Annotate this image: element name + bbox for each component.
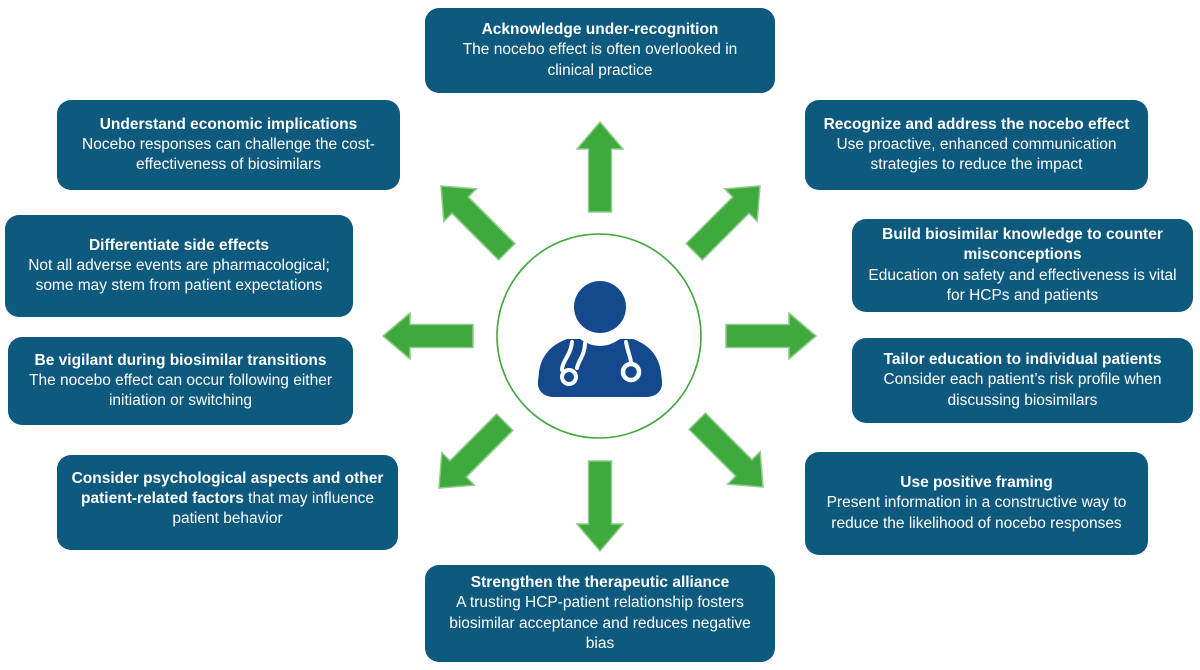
box-title: Use positive framing: [900, 474, 1053, 492]
info-box-be-vigilant-during-biosimilar-transitions: Be vigilant during biosimilar transition…: [8, 337, 353, 425]
box-body: Education on safety and effectiveness is…: [868, 266, 1177, 304]
info-box-recognize-and-address-nocebo-effect: Recognize and address the nocebo effect …: [805, 100, 1148, 190]
box-title: Be vigilant during biosimilar transition…: [34, 351, 327, 369]
info-box-acknowledge-under-recognition: Acknowledge under-recognition The nocebo…: [425, 8, 775, 93]
arrow-up-icon: [575, 120, 625, 213]
arrow-upper-left-icon: [440, 185, 516, 261]
box-title: Acknowledge under-recognition: [481, 21, 719, 39]
box-body: Nocebo responses can challenge the cost-…: [82, 135, 375, 174]
box-body: Present information in a constructive wa…: [826, 494, 1127, 532]
arrow-right-icon: [725, 311, 818, 361]
doctor-icon: [537, 281, 663, 397]
box-title: Strengthen the therapeutic alliance: [470, 574, 730, 592]
box-title: Build biosimilar knowledge to counter mi…: [882, 226, 1163, 264]
box-body: Consider each patient’s risk profile whe…: [883, 371, 1162, 409]
hcp-circle: [496, 233, 702, 439]
arrow-left-icon: [381, 311, 474, 361]
info-box-strengthen-therapeutic-alliance: Strengthen the therapeutic alliance A tr…: [425, 565, 775, 662]
info-box-differentiate-side-effects: Differentiate side effects Not all adver…: [5, 215, 353, 317]
info-box-consider-psychological-aspects: Consider psychological aspects and other…: [57, 455, 398, 550]
box-body: Not all adverse events are pharmacologic…: [28, 256, 330, 295]
box-title: Understand economic implications: [99, 115, 358, 133]
info-box-use-positive-framing: Use positive framing Present information…: [805, 452, 1148, 555]
arrow-lower-left-icon: [438, 413, 514, 489]
box-body: Use proactive, enhanced communication st…: [836, 135, 1117, 174]
box-title: Tailor education to individual patients: [883, 351, 1162, 369]
box-title: Recognize and address the nocebo effect: [823, 115, 1130, 133]
info-box-tailor-education-to-individual-patients: Tailor education to individual patients …: [852, 338, 1193, 423]
arrow-upper-right-icon: [685, 185, 761, 261]
arrow-down-icon: [575, 460, 625, 553]
box-title: Consider psychological aspects and other…: [71, 470, 384, 508]
arrow-lower-right-icon: [688, 412, 764, 488]
info-box-understand-economic-implications: Understand economic implications Nocebo …: [57, 100, 400, 190]
radiating-arrows: [381, 120, 818, 553]
box-title: Differentiate side effects: [88, 236, 270, 254]
box-body: The nocebo effect can occur following ei…: [28, 371, 332, 410]
info-box-build-biosimilar-knowledge: Build biosimilar knowledge to counter mi…: [852, 219, 1193, 312]
box-body: A trusting HCP-patient relationship fost…: [449, 594, 751, 652]
box-body: The nocebo effect is often overlooked in…: [462, 41, 738, 79]
box-body: that may influence patient behavior: [172, 490, 374, 528]
